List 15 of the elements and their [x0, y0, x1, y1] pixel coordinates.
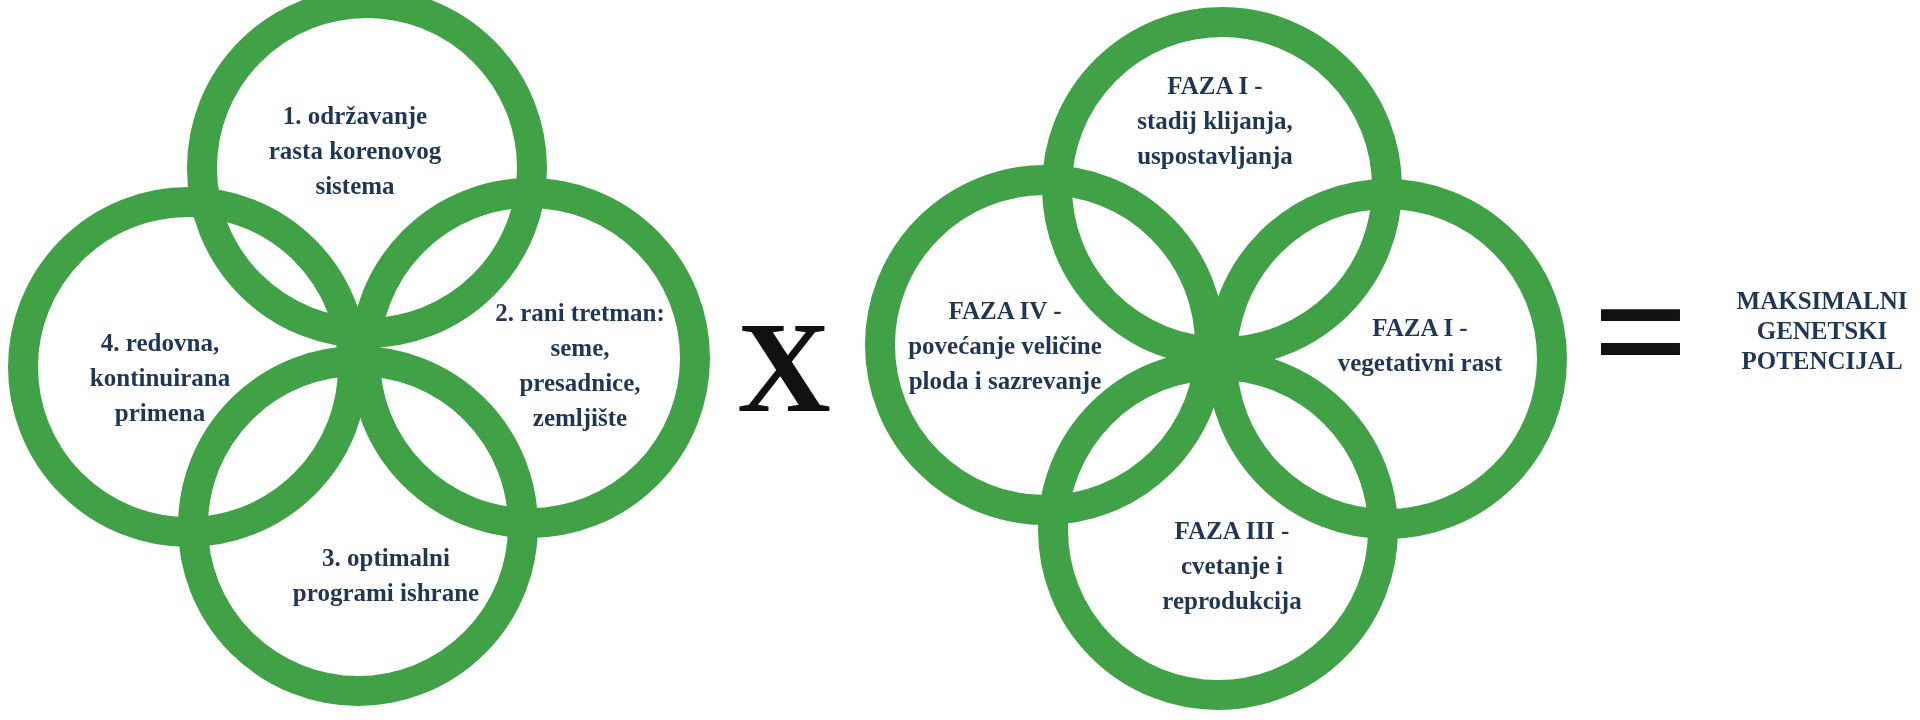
multiply-sign: X	[737, 302, 831, 432]
phase-heading: FAZA I -	[1372, 313, 1468, 343]
phase-heading: FAZA III -	[1174, 515, 1290, 546]
circle-text: stadij klijanja, uspostavljanja	[1136, 105, 1294, 171]
phase-heading: FAZA I -	[1167, 70, 1263, 101]
phase-heading: FAZA IV -	[948, 295, 1062, 326]
circle-text: 2. rani tretman: seme, presadnice, zemljište	[494, 298, 666, 433]
circle-text: 3. optimalni programi ishrane	[291, 543, 481, 608]
circle-text: cvetanje i reprodukcija	[1161, 550, 1303, 616]
result-text: MAKSIMALNI GENETSKI POTENCIJAL	[1735, 286, 1909, 376]
equals-sign: =	[1592, 246, 1690, 416]
circle-text: povećanje veličine ploda i sazrevanje	[907, 330, 1103, 396]
circle-text: vegetativni rast	[1337, 348, 1503, 378]
circle-text: 1. održavanje rasta korenovog sistema	[267, 100, 443, 201]
circle-text: 4. redovna, kontinuirana primena	[88, 327, 232, 428]
